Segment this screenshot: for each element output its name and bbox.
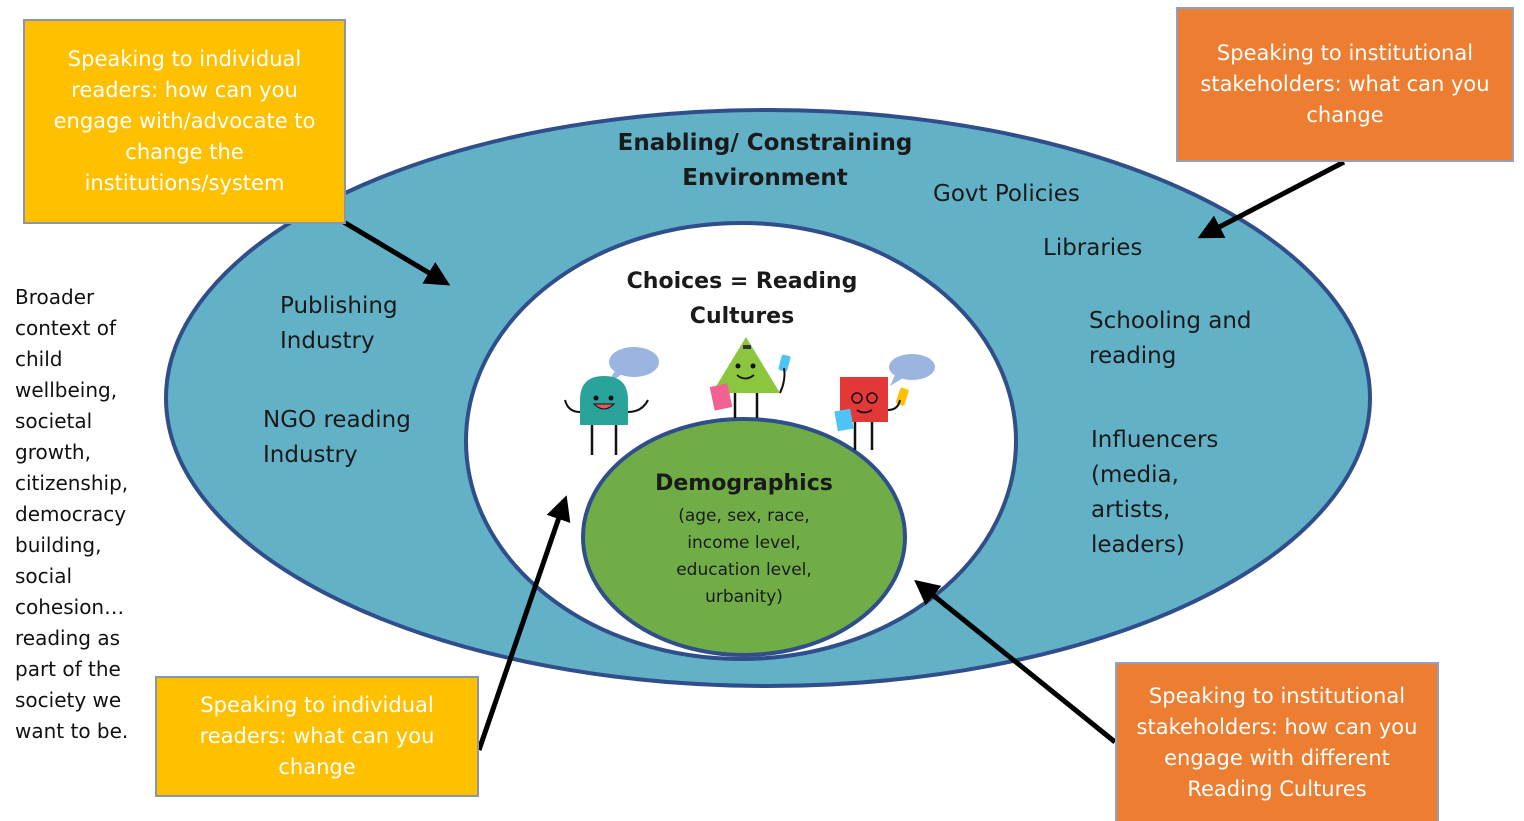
speech-bubble-icon	[609, 347, 659, 377]
callout-top-right-text: Speaking to institutional stakeholders: …	[1200, 41, 1490, 127]
green-triangle-character-icon	[709, 337, 791, 418]
arrow-bottom-left	[476, 495, 571, 751]
label-govt-policies: Govt Policies	[933, 181, 1080, 207]
callout-top-left-text: Speaking to individual readers: how can …	[53, 47, 316, 195]
reading-cultures-title: Choices = Reading Cultures	[626, 269, 858, 329]
callout-bottom-left: Speaking to individual readers: what can…	[155, 676, 479, 797]
arrow-top-left	[340, 218, 451, 286]
outer-ring-title: Enabling/ Constraining Environment	[617, 130, 913, 191]
callout-bottom-right: Speaking to institutional stakeholders: …	[1115, 662, 1439, 821]
callout-top-right: Speaking to institutional stakeholders: …	[1176, 7, 1514, 162]
callout-top-left: Speaking to individual readers: how can …	[23, 19, 346, 224]
callout-bottom-left-text: Speaking to individual readers: what can…	[199, 693, 435, 779]
demographics-detail: (age, sex, race, income level, education…	[676, 506, 812, 607]
label-ngo-reading-industry: NGO reading Industry	[263, 407, 411, 468]
arrow-bottom-right	[914, 579, 1117, 744]
label-libraries: Libraries	[1043, 235, 1143, 261]
label-influencers: Influencers (media, artists, leaders)	[1091, 427, 1219, 558]
label-publishing-industry: Publishing Industry	[280, 293, 398, 354]
red-square-character-icon	[834, 354, 935, 450]
label-schooling: Schooling and reading	[1089, 308, 1252, 369]
callout-bottom-right-text: Speaking to institutional stakeholders: …	[1136, 683, 1418, 801]
speech-bubble-icon	[889, 354, 935, 380]
demographics-title: Demographics	[655, 471, 833, 496]
arrow-top-right	[1197, 159, 1346, 239]
broader-context-note: Broader context of child wellbeing, soci…	[15, 285, 129, 743]
demographics-core-ellipse	[581, 417, 907, 657]
teal-arch-character-icon	[564, 347, 659, 455]
